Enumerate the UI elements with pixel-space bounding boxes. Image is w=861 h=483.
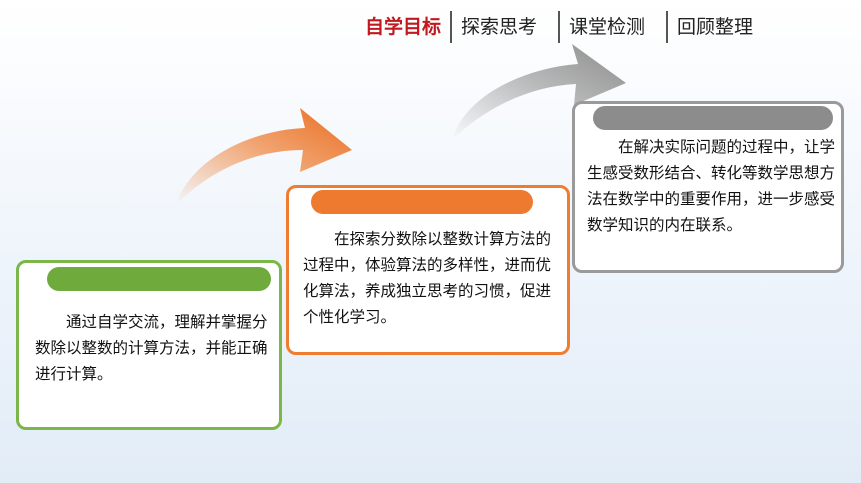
goal-card-3: 在解决实际问题的过程中，让学生感受数形结合、转化等数学思想方法在数学中的重要作用… [572, 101, 844, 273]
tab-class-test[interactable]: 课堂检测 [569, 16, 646, 38]
nav-divider [666, 11, 669, 43]
card-header-bar [311, 190, 533, 214]
card-header-bar [47, 267, 271, 291]
tab-review-summary[interactable]: 回顾整理 [677, 16, 754, 38]
nav-divider [450, 11, 453, 43]
goal-card-1: 通过自学交流，理解并掌握分数除以整数的计算方法，并能正确进行计算。 [16, 260, 282, 430]
card-header-bar [593, 106, 833, 130]
tab-self-study-goals[interactable]: 自学目标 [365, 16, 442, 38]
top-navigation: 自学目标 探索思考 课堂检测 回顾整理 [356, 10, 762, 44]
gray-arrow-icon [452, 44, 626, 140]
orange-arrow-icon [176, 108, 352, 205]
nav-divider [558, 11, 561, 43]
card-text: 在解决实际问题的过程中，让学生感受数形结合、转化等数学思想方法在数学中的重要作用… [587, 138, 836, 234]
tab-explore-think[interactable]: 探索思考 [461, 16, 538, 38]
card-text: 在探索分数除以整数计算方法的过程中，体验算法的多样性，进而优化算法，养成独立思考… [303, 230, 552, 326]
card-text: 通过自学交流，理解并掌握分数除以整数的计算方法，并能正确进行计算。 [35, 313, 268, 383]
goal-card-2: 在探索分数除以整数计算方法的过程中，体验算法的多样性，进而优化算法，养成独立思考… [286, 185, 570, 355]
